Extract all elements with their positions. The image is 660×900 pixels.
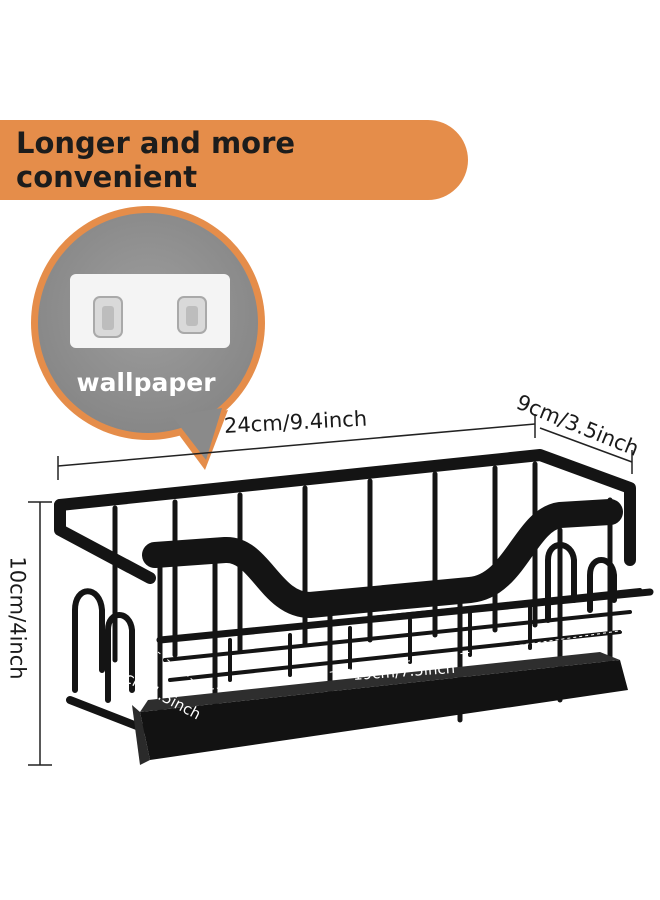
drip-tray xyxy=(140,660,628,760)
hook-left-icon xyxy=(93,296,123,338)
height-dimension-label: 10cm/4inch xyxy=(5,556,30,680)
wallpaper-label: wallpaper xyxy=(76,368,216,397)
headline-text: Longer and more convenient xyxy=(16,126,296,194)
headline-banner: Longer and more convenient xyxy=(0,120,468,200)
dimension-lines xyxy=(28,414,633,766)
hook-right-icon xyxy=(177,296,207,334)
